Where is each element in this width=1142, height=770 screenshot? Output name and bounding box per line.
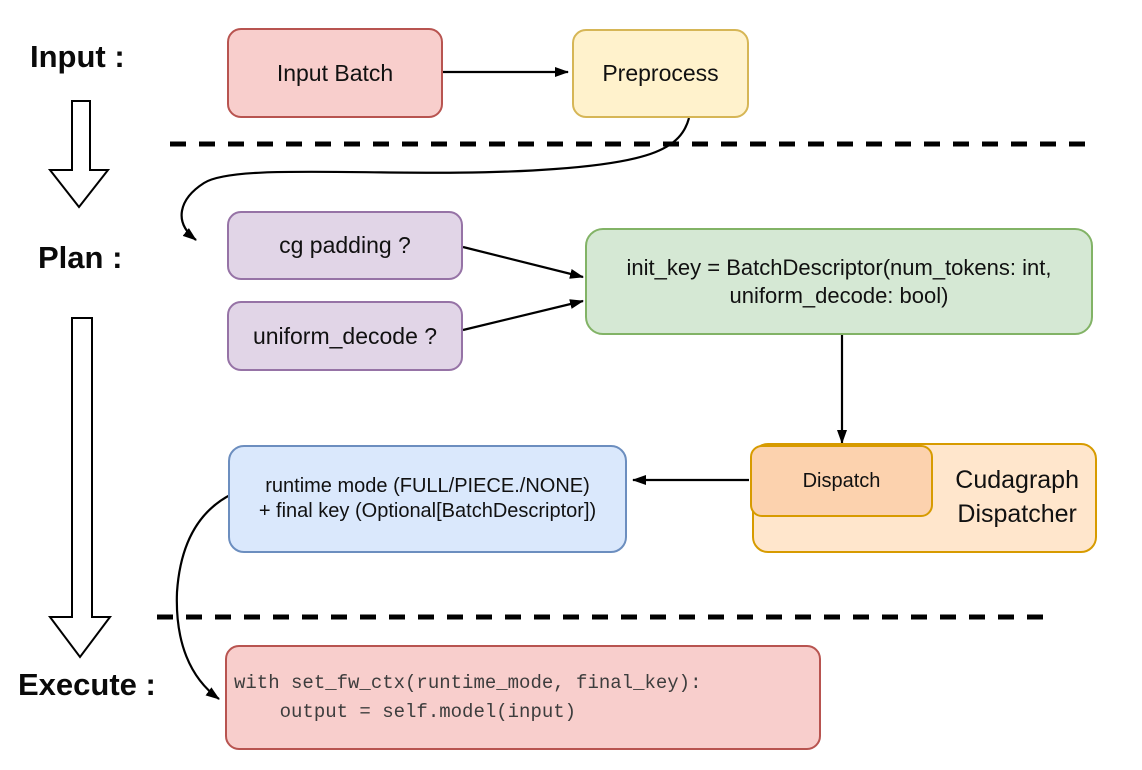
curve-runtime-mode-to-execute-code [175,493,233,700]
stage-label-execute: Execute : [18,667,156,702]
node-dispatch-label: Dispatch [802,469,881,492]
node-runtime-mode-final-key: runtime mode (FULL/PIECE./NONE) + final … [228,445,627,553]
arrow-cg-padding-to-init-key [462,245,584,279]
execute-code-line1: with set_fw_ctx(runtime_mode, final_key)… [234,672,702,694]
node-uniform-decode-label: uniform_decode ? [252,322,438,349]
node-execute-code: with set_fw_ctx(runtime_mode, final_key)… [225,645,821,750]
node-cudagraph-dispatcher-line1: Cudagraph [955,466,1079,495]
node-runtime-mode-line2: + final key (Optional[BatchDescriptor]) [258,500,597,522]
node-cg-padding-label: cg padding ? [279,232,411,259]
node-preprocess-label: Preprocess [602,60,719,87]
node-uniform-decode: uniform_decode ? [227,301,463,371]
execute-code-line2: output = self.model(input) [234,700,577,723]
arrow-uniform-decode-to-init-key [462,299,584,332]
input-stage-down-arrow [47,100,111,209]
node-cudagraph-dispatcher-line2: Dispatcher [957,500,1077,528]
node-dispatch: Dispatch [750,445,933,517]
stage-label-input: Input : [30,39,125,74]
node-input-batch-label: Input Batch [276,59,394,86]
node-runtime-mode-line1: runtime mode (FULL/PIECE./NONE) [265,475,590,497]
node-init-key-line1: init_key = BatchDescriptor(num_tokens: i… [626,255,1052,280]
node-init-key-line2: uniform_decode: bool) [729,282,949,308]
node-preprocess: Preprocess [572,29,749,118]
node-input-batch: Input Batch [227,28,443,118]
node-cg-padding: cg padding ? [227,211,463,280]
node-init-key: init_key = BatchDescriptor(num_tokens: i… [585,228,1093,335]
plan-stage-down-arrow [48,317,112,659]
node-cudagraph-dispatcher-label: Cudagraph Dispatcher [955,464,1079,532]
stage-label-plan: Plan : [38,240,123,275]
